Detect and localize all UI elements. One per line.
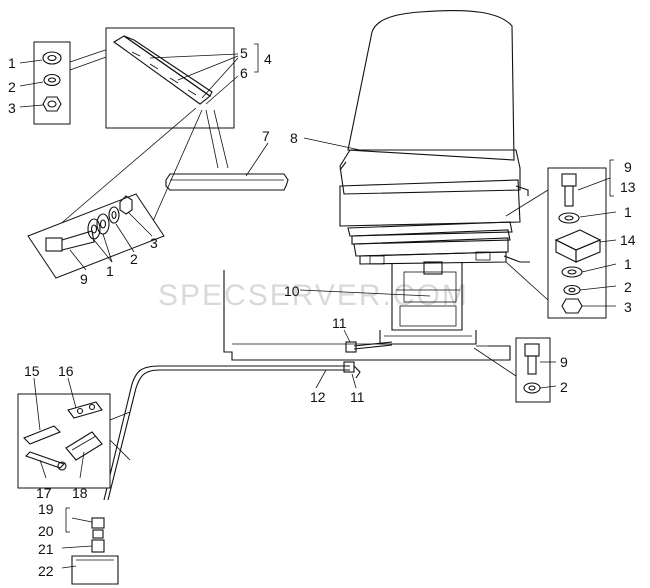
cable-tie-icon <box>24 451 67 471</box>
callout-3: 3 <box>624 299 632 315</box>
callout-18: 18 <box>72 485 88 501</box>
callout-6: 6 <box>240 65 248 81</box>
callout-9: 9 <box>80 271 88 287</box>
air-hose-icon <box>103 341 393 501</box>
callout-21: 21 <box>38 541 54 557</box>
callout-9: 9 <box>560 354 568 370</box>
clip-icon <box>65 431 103 461</box>
cushion-pad-icon <box>165 173 289 191</box>
callout-22: 22 <box>38 563 54 579</box>
nut-icon <box>119 195 133 215</box>
bolt-washer-box <box>515 337 551 403</box>
callout-1: 1 <box>624 256 632 272</box>
clamp-set-box <box>17 393 111 489</box>
callout-13: 13 <box>620 179 636 195</box>
callout-11: 11 <box>332 315 347 331</box>
callout-8: 8 <box>290 130 298 146</box>
callout-19: 19 <box>38 501 54 517</box>
callout-2: 2 <box>560 379 568 395</box>
callout-1: 1 <box>624 204 632 220</box>
callout-1: 1 <box>8 55 16 71</box>
rubber-mount-icon <box>554 229 602 263</box>
callout-15: 15 <box>24 363 40 379</box>
callout-5: 5 <box>240 45 248 61</box>
fitting-icon <box>91 517 105 553</box>
callout-3: 3 <box>150 235 158 251</box>
bolt-icon <box>524 343 540 375</box>
callout-7: 7 <box>262 128 270 144</box>
callout-2: 2 <box>8 79 16 95</box>
reservoir-icon <box>71 555 119 585</box>
callout-12: 12 <box>310 389 326 405</box>
callout-11: 11 <box>350 389 365 405</box>
bolt-set-box <box>27 193 165 279</box>
callout-14: 14 <box>620 232 636 248</box>
callout-4: 4 <box>264 51 272 67</box>
callout-2: 2 <box>130 251 138 267</box>
seat-icon <box>339 10 530 345</box>
callout-10: 10 <box>284 283 300 299</box>
callout-16: 16 <box>58 363 74 379</box>
callout-2: 2 <box>624 279 632 295</box>
lock-washer-icon <box>108 206 120 224</box>
seat-bracket-icon <box>113 35 213 105</box>
clamp-bracket-icon <box>67 401 103 419</box>
callout-3: 3 <box>8 100 16 116</box>
bolt-icon <box>45 230 95 252</box>
lock-washer-icon <box>43 73 61 87</box>
callout-17: 17 <box>36 485 52 501</box>
washer-icon <box>42 51 62 65</box>
washer-icon <box>558 212 580 224</box>
nut-icon <box>42 96 62 112</box>
callout-1: 1 <box>106 263 114 279</box>
mount-hardware-box <box>547 167 607 319</box>
bolt-icon <box>561 173 577 207</box>
callout-9: 9 <box>624 159 632 175</box>
clamp-strip-icon <box>23 425 61 445</box>
callout-20: 20 <box>38 523 54 539</box>
